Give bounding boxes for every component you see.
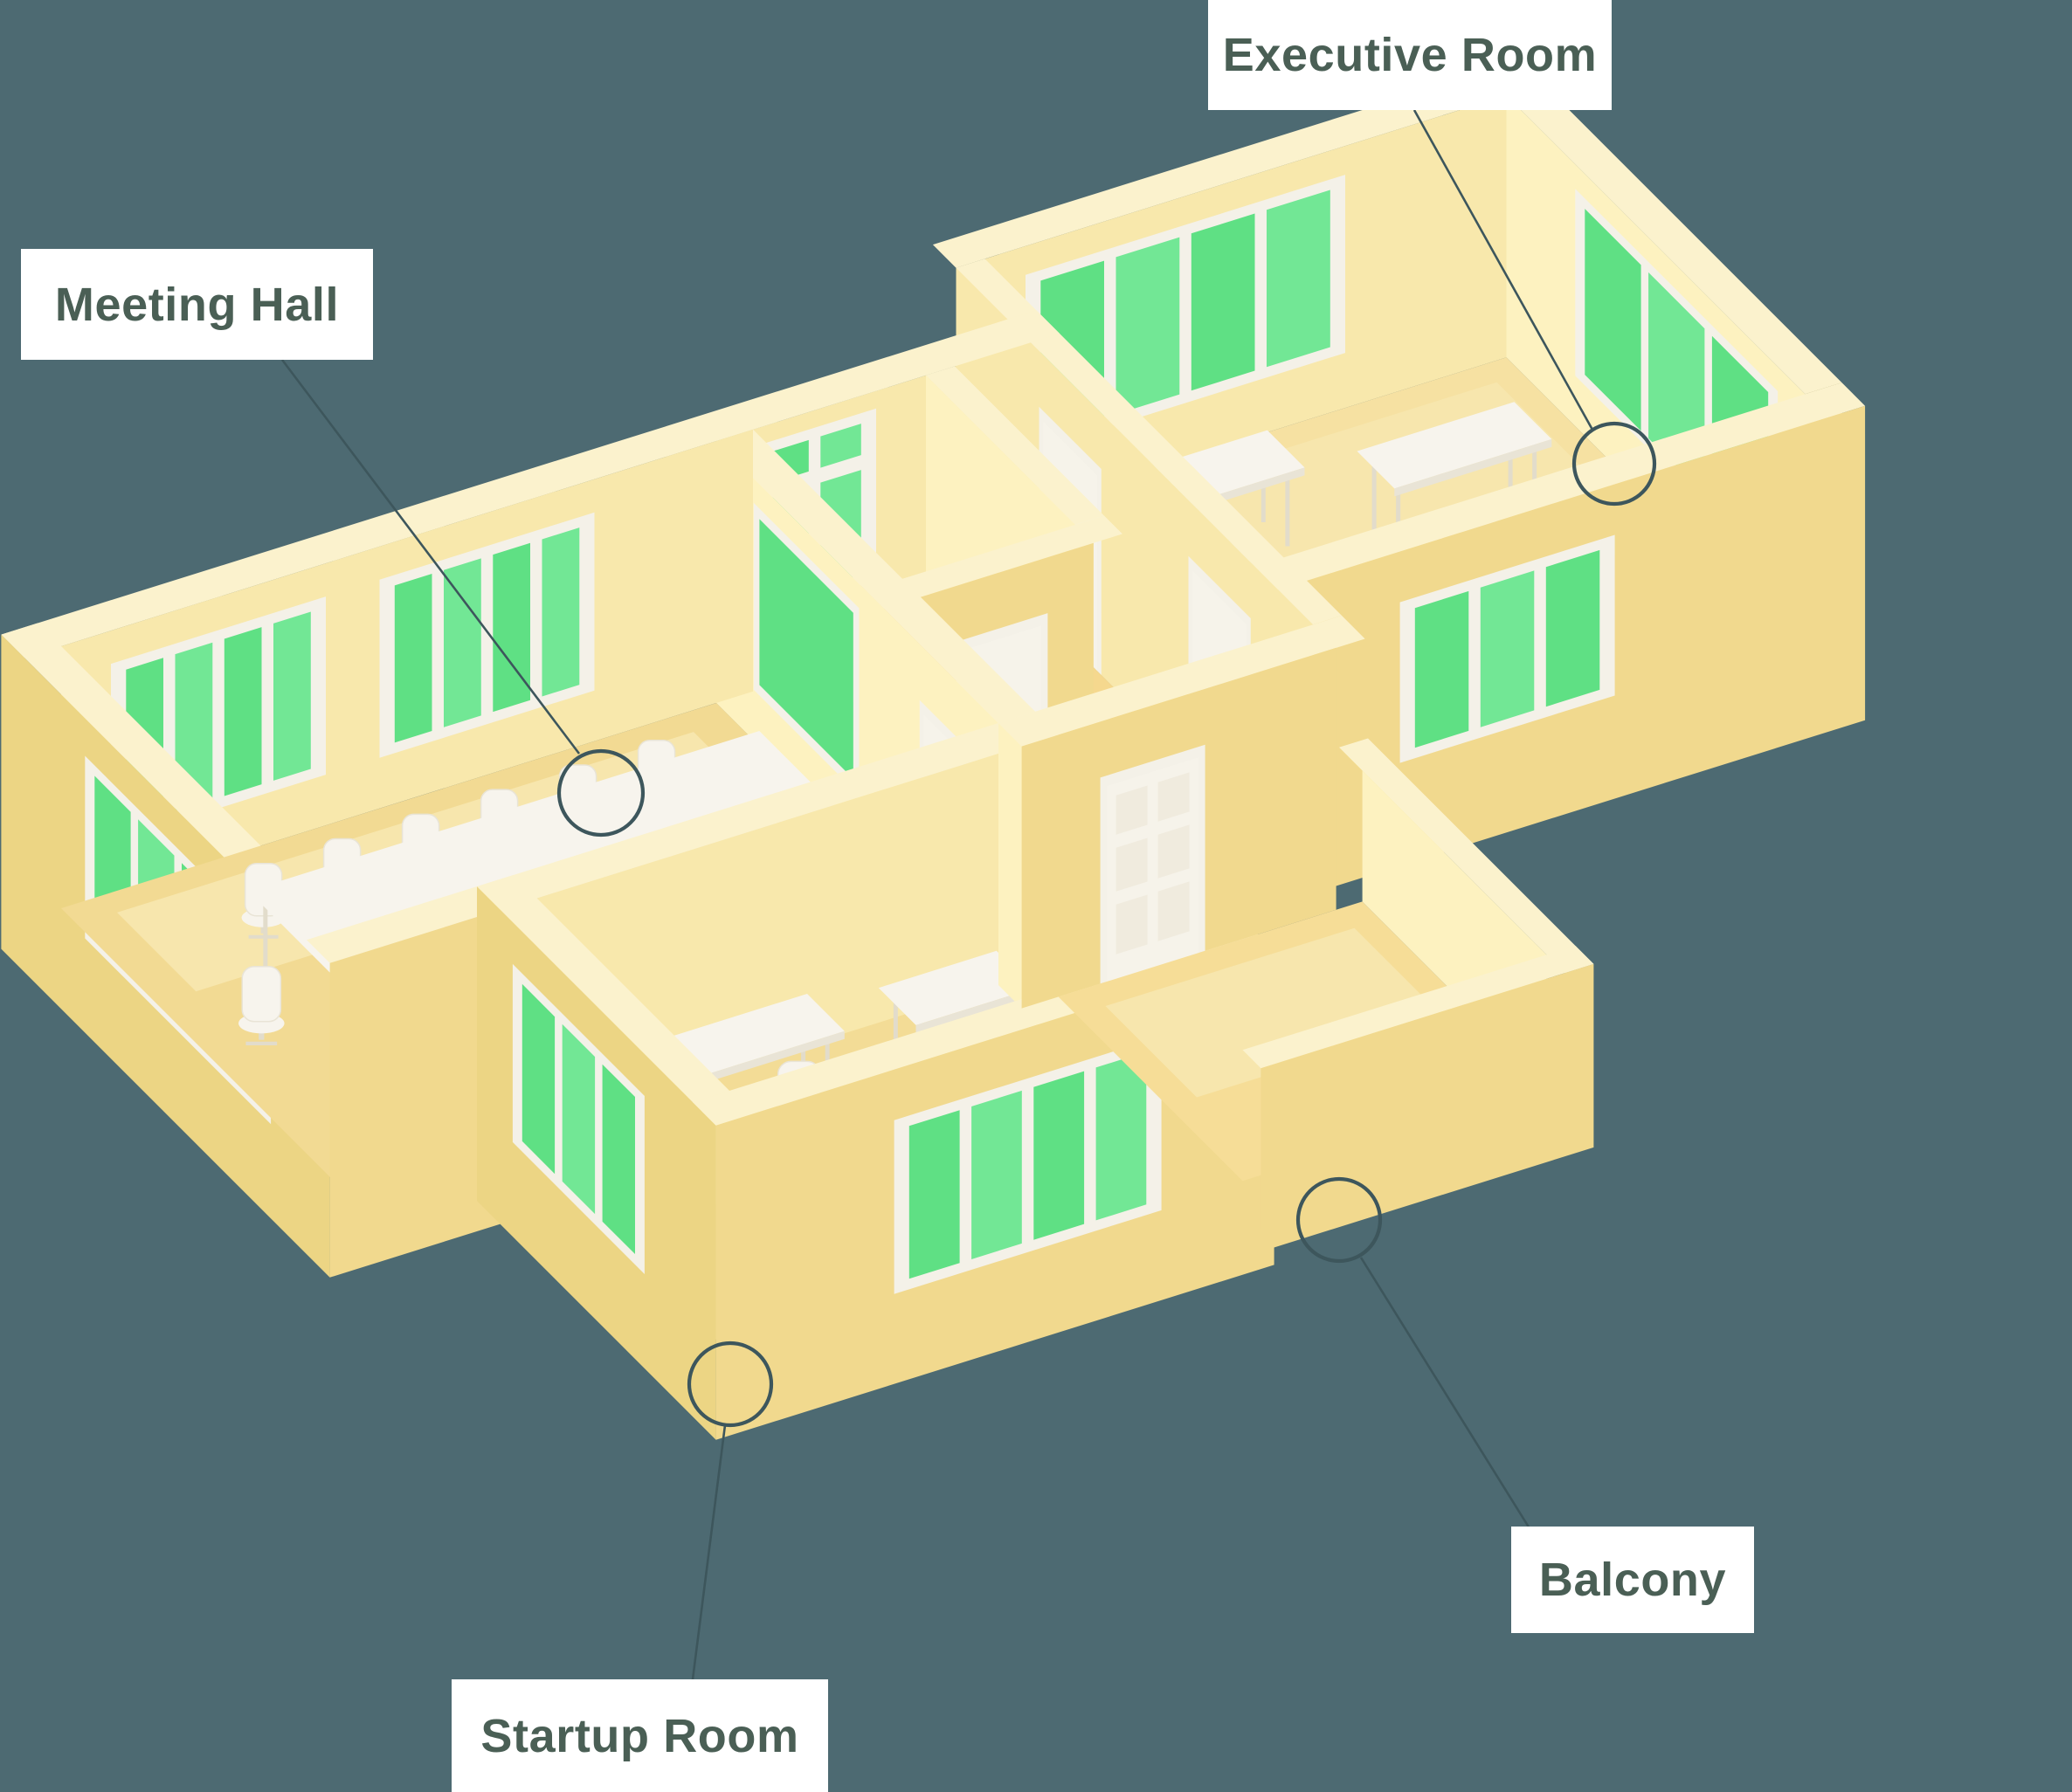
callout-circle-startup-room xyxy=(687,1341,774,1428)
callout-circle-balcony xyxy=(1295,1176,1383,1264)
label-balcony[interactable]: Balcony xyxy=(1511,1527,1754,1633)
callout-circle-executive-room xyxy=(1571,421,1657,507)
label-executive-room[interactable]: Executive Room xyxy=(1208,0,1612,110)
label-startup-room[interactable]: Startup Room xyxy=(452,1679,828,1792)
label-meeting-hall[interactable]: Meeting Hall xyxy=(21,249,373,360)
callout-circle-meeting-hall xyxy=(556,748,646,837)
